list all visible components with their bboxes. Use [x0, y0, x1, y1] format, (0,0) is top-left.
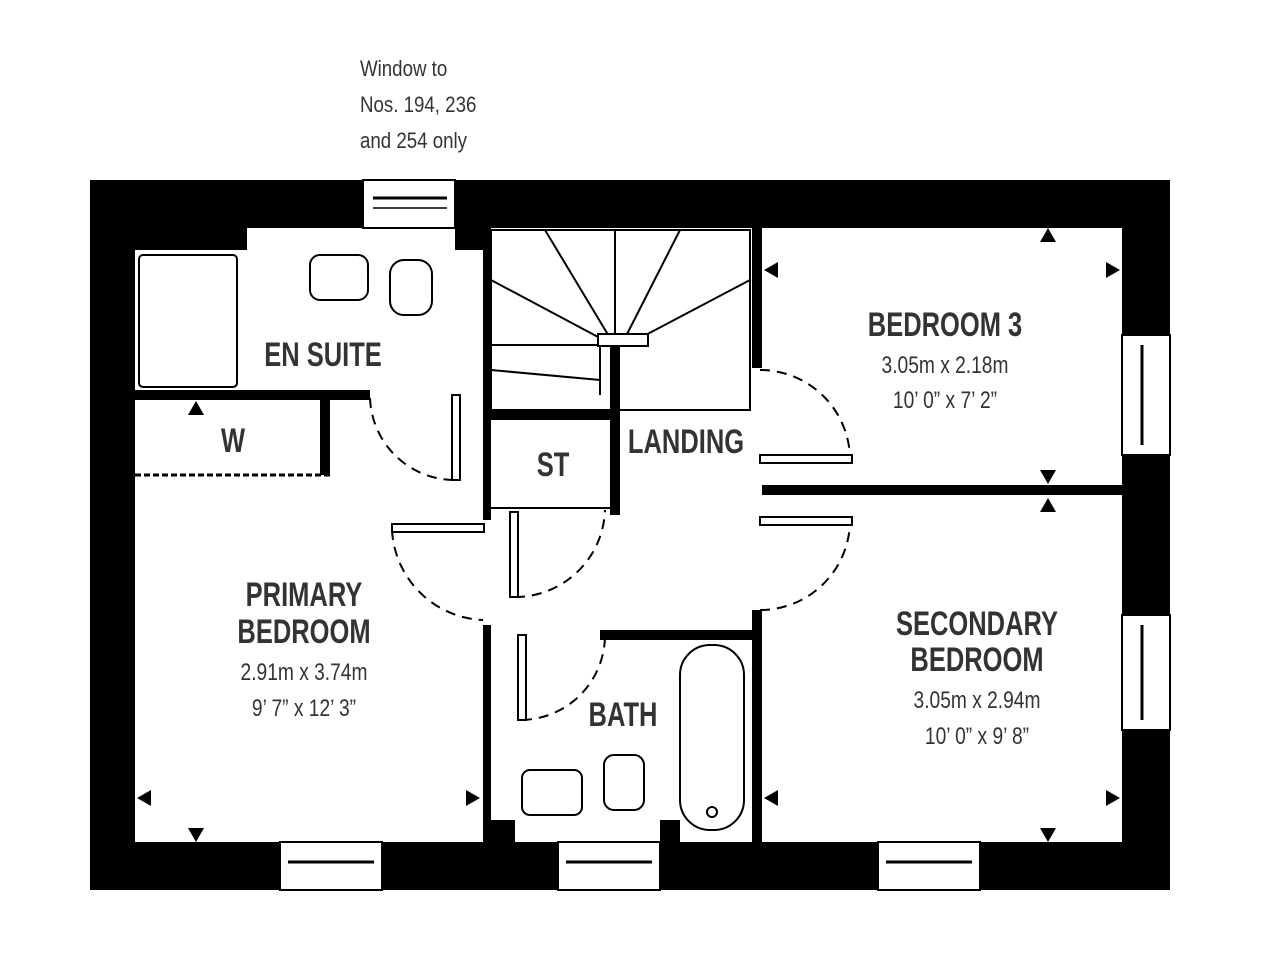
- ensuite-toilet: [389, 259, 433, 316]
- staircase: [490, 229, 751, 411]
- label-landing: LANDING: [628, 424, 744, 461]
- label-primary-1: PRIMARY: [246, 577, 363, 614]
- window-primary: [279, 841, 383, 891]
- primary-metric: 2.91m x 3.74m: [241, 658, 368, 686]
- note-line-2: Nos. 194, 236: [360, 94, 476, 118]
- window-note: Window to Nos. 194, 236 and 254 only: [360, 58, 476, 154]
- interior-walls: [135, 225, 1170, 842]
- dimension-arrows: [137, 228, 1120, 842]
- window-bath: [557, 841, 661, 891]
- secondary-imperial: 10’ 0” x 9’ 8”: [925, 722, 1029, 750]
- bath-basin: [521, 769, 583, 816]
- window-top: [362, 179, 456, 229]
- label-secondary-1: SECONDARY: [896, 606, 1058, 643]
- bedroom3-metric: 3.05m x 2.18m: [882, 351, 1009, 379]
- bedroom3-imperial: 10’ 0” x 7’ 2”: [893, 386, 997, 414]
- bath-toilet: [603, 754, 645, 811]
- label-en-suite: EN SUITE: [264, 337, 382, 374]
- bathtub: [679, 644, 745, 831]
- label-store: ST: [537, 447, 570, 484]
- shower-tray: [138, 254, 238, 388]
- windows: [279, 179, 1171, 891]
- label-primary-2: BEDROOM: [237, 614, 370, 651]
- secondary-metric: 3.05m x 2.94m: [914, 686, 1041, 714]
- label-secondary-2: BEDROOM: [910, 642, 1043, 679]
- room-labels: EN SUITE W ST LANDING BEDROOM 3 3.05m x …: [221, 307, 1058, 750]
- note-line-1: Window to: [360, 58, 447, 82]
- note-line-3: and 254 only: [360, 130, 468, 154]
- fixtures: [138, 254, 745, 831]
- label-wardrobe: W: [221, 423, 246, 460]
- doors: [369, 369, 853, 721]
- window-secondary: [877, 841, 981, 891]
- ensuite-basin: [309, 254, 369, 301]
- label-bath: BATH: [589, 697, 658, 734]
- window-bedroom3: [1121, 334, 1171, 456]
- label-bedroom3: BEDROOM 3: [868, 307, 1022, 344]
- primary-imperial: 9’ 7” x 12’ 3”: [252, 694, 356, 722]
- window-secondary-side: [1121, 614, 1171, 731]
